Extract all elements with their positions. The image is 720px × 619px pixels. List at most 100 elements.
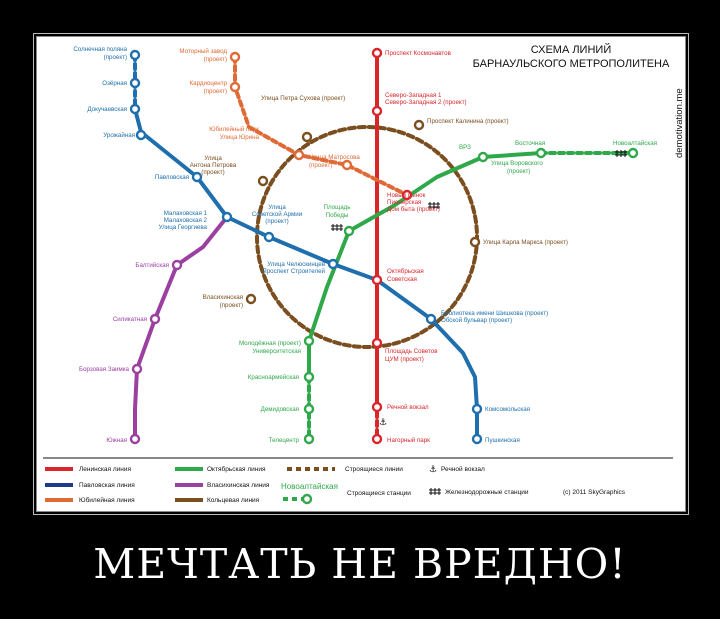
station-label-line: Восточная bbox=[515, 140, 545, 147]
station-marker[interactable] bbox=[129, 49, 141, 61]
station-label-line: Улица Карла Маркса (проект) bbox=[483, 239, 568, 246]
station-label: Демидовская bbox=[261, 406, 299, 413]
station-label: Озёрная bbox=[102, 80, 127, 87]
station-label-line: Малаховская 2 bbox=[164, 217, 208, 224]
map-title-line1: СХЕМА ЛИНИЙ bbox=[531, 43, 611, 56]
station-marker[interactable] bbox=[229, 81, 241, 93]
station-label-line: Улица bbox=[204, 155, 222, 162]
station-label: Улица Петра Сухова (проект) bbox=[261, 95, 345, 102]
station-marker[interactable] bbox=[343, 225, 355, 237]
station-label-line: Улица bbox=[268, 204, 286, 211]
station-marker[interactable] bbox=[371, 433, 383, 445]
station-label-line: Кардиоцентр bbox=[190, 80, 228, 87]
station-label-line: Проспект Строителей bbox=[262, 268, 325, 275]
station-label: Балтийская bbox=[135, 262, 169, 269]
station-label-line: Телецентр bbox=[269, 437, 300, 444]
station-marker[interactable] bbox=[171, 259, 183, 271]
station-marker[interactable] bbox=[303, 335, 315, 347]
station-label-line: Площадь bbox=[324, 204, 351, 211]
station-marker[interactable] bbox=[341, 159, 353, 171]
station-marker[interactable] bbox=[191, 171, 203, 183]
station-label: Докучаевская bbox=[87, 106, 127, 113]
oktyabrskaya-line bbox=[307, 151, 543, 379]
station-label: Восточная bbox=[515, 140, 545, 147]
station-label: Новоалтайская bbox=[613, 140, 657, 147]
station-marker[interactable] bbox=[229, 51, 241, 63]
station-label: Молодёжная (проект)Университетская bbox=[239, 340, 301, 355]
legend-novoaltayskaya: Новоалтайская bbox=[281, 482, 338, 491]
station-label-line: (проект) bbox=[309, 162, 332, 169]
legend-leninskaya: Ленинская линия bbox=[79, 466, 132, 473]
station-label-line: Антона Петрова bbox=[190, 162, 237, 169]
station-label: Улица Карла Маркса (проект) bbox=[483, 239, 568, 246]
station-marker[interactable] bbox=[401, 189, 413, 201]
legend-railway-stations: Железнодорожные станции bbox=[445, 489, 529, 496]
station-marker[interactable] bbox=[425, 313, 437, 325]
station-label-line: Моторный завод bbox=[179, 48, 227, 55]
station-marker[interactable] bbox=[135, 129, 147, 141]
yubileynaya-line bbox=[233, 55, 409, 197]
legend-pavlovskaya: Павловская линия bbox=[79, 482, 135, 489]
station-marker[interactable] bbox=[129, 77, 141, 89]
station-label-line: (проект) bbox=[220, 302, 243, 309]
station-label-line: Докучаевская bbox=[87, 106, 127, 113]
station-marker[interactable] bbox=[149, 313, 161, 325]
station-label-line: ЦУМ (проект) bbox=[385, 356, 424, 363]
demotivator-caption: МЕЧТАТЬ НЕ ВРЕДНО! bbox=[93, 540, 627, 588]
station-marker[interactable] bbox=[371, 337, 383, 349]
station-marker[interactable] bbox=[371, 274, 383, 286]
station-marker[interactable] bbox=[471, 433, 483, 445]
station-marker[interactable] bbox=[627, 147, 639, 159]
station-marker[interactable] bbox=[263, 231, 275, 243]
station-label-line: Озёрная bbox=[102, 80, 127, 87]
watermark-text: demotivation.me bbox=[674, 88, 685, 158]
station-label-line: Речной вокзал bbox=[387, 404, 429, 411]
station-marker[interactable] bbox=[303, 403, 315, 415]
station-marker[interactable] bbox=[245, 293, 257, 305]
station-label: Власихинская(проект) bbox=[203, 294, 243, 309]
station-marker[interactable] bbox=[129, 433, 141, 445]
station-marker[interactable] bbox=[471, 403, 483, 415]
station-marker[interactable] bbox=[131, 363, 143, 375]
station-label-line: Проспект Калинина (проект) bbox=[427, 118, 509, 125]
metro-map: СХЕМА ЛИНИЙ БАРНАУЛЬСКОГО МЕТРОПОЛИТЕНА bbox=[43, 43, 673, 505]
station-marker[interactable] bbox=[371, 47, 383, 59]
station-marker[interactable] bbox=[371, 105, 383, 117]
station-label: Пушкинская bbox=[485, 437, 520, 444]
station-label-line: Солнечная поляна bbox=[73, 46, 127, 53]
station-label-line: Молодёжная (проект) bbox=[239, 340, 301, 347]
station-label-line: (проект) bbox=[104, 54, 127, 61]
station-marker[interactable] bbox=[303, 433, 315, 445]
legend-anchor-icon: ⚓ bbox=[429, 465, 437, 475]
station-label-line: Пушкинская bbox=[485, 437, 520, 444]
station-marker[interactable] bbox=[293, 149, 305, 161]
station-marker[interactable] bbox=[535, 147, 547, 159]
station-marker[interactable] bbox=[303, 371, 315, 383]
station-marker[interactable] bbox=[221, 211, 233, 223]
station-marker[interactable] bbox=[413, 119, 425, 131]
station-marker[interactable] bbox=[257, 175, 269, 187]
watermark: demotivation.me bbox=[674, 88, 685, 158]
railway-icon bbox=[615, 150, 627, 157]
station-marker[interactable] bbox=[371, 401, 383, 413]
station-marker[interactable] bbox=[469, 236, 481, 248]
station-label: Улица Матросова(проект) bbox=[309, 154, 360, 169]
station-label: ВРЗ bbox=[459, 144, 471, 151]
station-marker[interactable] bbox=[327, 258, 339, 270]
station-label-line: Новый рынок bbox=[387, 192, 426, 199]
legend-koltsevaya: Кольцевая линия bbox=[207, 497, 260, 504]
station-marker[interactable] bbox=[477, 151, 489, 163]
station-label-line: Советской Армии bbox=[252, 211, 303, 218]
station-label-line: Новоалтайская bbox=[613, 140, 657, 147]
station-label: Солнечная поляна(проект) bbox=[73, 46, 127, 61]
station-marker[interactable] bbox=[301, 131, 313, 143]
station-label-line: Советская bbox=[387, 276, 417, 283]
station-label-line: Победы bbox=[326, 212, 349, 219]
station-marker[interactable] bbox=[129, 103, 141, 115]
station-label: Силикатная bbox=[113, 316, 147, 323]
station-label-line: Малаховская 1 bbox=[164, 210, 208, 217]
station-label-line: Дом быта (проект) bbox=[387, 206, 440, 213]
station-label: Кардиоцентр(проект) bbox=[190, 80, 228, 95]
